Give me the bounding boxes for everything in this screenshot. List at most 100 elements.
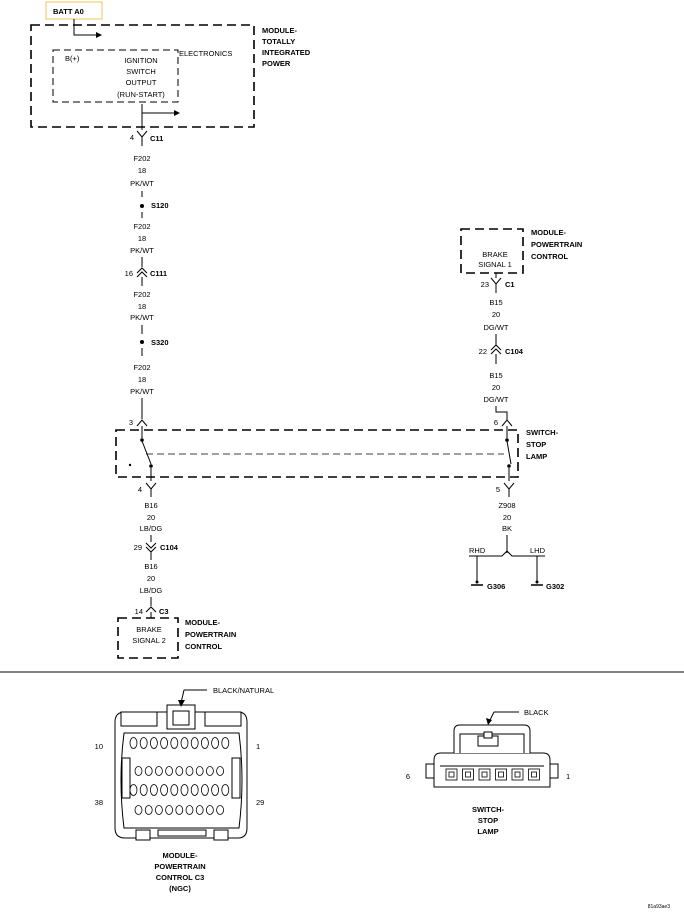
pcm-pin-cavity bbox=[221, 737, 230, 749]
batt-label: BATT A0 bbox=[53, 7, 84, 16]
seg1-gauge: 18 bbox=[138, 166, 146, 175]
sw-caption-2: STOP bbox=[478, 816, 498, 825]
c1-label: C1 bbox=[505, 280, 515, 289]
c104-left-label: C104 bbox=[160, 543, 179, 552]
tipm-name-3: INTEGRATED bbox=[262, 48, 311, 57]
pcm-pin-cavity bbox=[185, 805, 194, 815]
pcm-color-label: BLACK/NATURAL bbox=[213, 686, 274, 695]
pcm-color-arrow-icon bbox=[178, 700, 185, 707]
sw-pin-1-label: 1 bbox=[566, 772, 570, 781]
c111-connector-bottom-icon bbox=[136, 271, 148, 278]
c3-pin: 14 bbox=[135, 607, 143, 616]
pcm-pin-cavity bbox=[190, 784, 199, 796]
pcm-pin-cavity bbox=[205, 805, 214, 815]
c111-pin: 16 bbox=[125, 269, 133, 278]
seg4-color: PK/WT bbox=[130, 387, 154, 396]
c104-right-pin: 22 bbox=[479, 347, 487, 356]
pcm-pin-cavity bbox=[185, 766, 194, 776]
c3-connector-icon bbox=[145, 606, 157, 613]
c11-label: C11 bbox=[150, 134, 163, 143]
pcm-pin-cavity bbox=[200, 784, 209, 796]
pcm-caption-4: (NGC) bbox=[169, 884, 191, 893]
figure-id: 81a93ae3 bbox=[648, 904, 670, 910]
pcm-pin-cavity bbox=[129, 737, 138, 749]
pcm-pin-cavity bbox=[139, 737, 148, 749]
pcm-pin-cavity bbox=[165, 766, 174, 776]
switch-left-contact2-icon bbox=[149, 464, 153, 468]
pcm-pin-cavity bbox=[190, 737, 199, 749]
pcm-pin-cavity bbox=[170, 784, 179, 796]
pcm-right-name-1: MODULE- bbox=[531, 228, 566, 237]
pcm-pin-cavity bbox=[195, 766, 204, 776]
c11-connector-icon bbox=[136, 130, 148, 138]
rseg3-gauge: 20 bbox=[503, 513, 511, 522]
ign-label-1: IGNITION bbox=[124, 56, 157, 65]
tipm-bplus-label: B(+) bbox=[65, 54, 80, 63]
rseg3-circuit: Z908 bbox=[498, 501, 515, 510]
rseg2-color: DG/WT bbox=[484, 395, 509, 404]
pcm-c3-connector-face bbox=[114, 704, 248, 841]
seg5-color: LB/DG bbox=[140, 524, 163, 533]
seg3-gauge: 18 bbox=[138, 302, 146, 311]
pcm-pin-cavity bbox=[154, 766, 163, 776]
seg4-gauge: 18 bbox=[138, 375, 146, 384]
tipm-name-4: POWER bbox=[262, 59, 291, 68]
pcm-caption-3: CONTROL C3 bbox=[156, 873, 205, 882]
pcm-pin-38-label: 38 bbox=[95, 798, 103, 807]
sw-pin-6-label: 6 bbox=[406, 772, 410, 781]
c11-pin: 4 bbox=[130, 133, 134, 142]
pcm-pin-cavity bbox=[144, 766, 153, 776]
pcm-brake2-label-2: SIGNAL 2 bbox=[132, 636, 166, 645]
pcm-pin-cavity bbox=[175, 805, 184, 815]
seg4-circuit: F202 bbox=[133, 363, 150, 372]
switch-pin5-connector-icon bbox=[503, 482, 515, 490]
switch-right-contact2-icon bbox=[507, 464, 511, 468]
seg6-gauge: 20 bbox=[147, 574, 155, 583]
pcm-pin-cavity bbox=[211, 737, 220, 749]
pcm-pin-10-label: 10 bbox=[95, 742, 103, 751]
seg3-circuit: F202 bbox=[133, 290, 150, 299]
rseg3-color: BK bbox=[502, 524, 512, 533]
pcm-pin-cavity bbox=[165, 805, 174, 815]
seg3-color: PK/WT bbox=[130, 313, 154, 322]
c1-connector-icon bbox=[490, 277, 502, 285]
rseg2-gauge: 20 bbox=[492, 383, 500, 392]
pcm-pin-cavity bbox=[144, 805, 153, 815]
pcm-pin-1-label: 1 bbox=[256, 742, 260, 751]
seg2-gauge: 18 bbox=[138, 234, 146, 243]
wire-rseg2 bbox=[495, 406, 508, 420]
pcm-right-name-2: POWERTRAIN bbox=[531, 240, 582, 249]
pcm-pin-cavity bbox=[134, 805, 143, 815]
sw-caption-1: SWITCH- bbox=[472, 805, 505, 814]
pcm-pin-cavity bbox=[170, 737, 179, 749]
c104-left-pin: 29 bbox=[134, 543, 142, 552]
pcm-pin-cavity bbox=[211, 784, 220, 796]
seg5-circuit: B16 bbox=[144, 501, 157, 510]
pcm-pin-cavity bbox=[149, 784, 158, 796]
switch-pin4: 4 bbox=[138, 485, 142, 494]
pcm-pin-cavity bbox=[200, 737, 209, 749]
tipm-electronics-label: ELECTRONICS bbox=[179, 49, 232, 58]
pcm-left-name-3: CONTROL bbox=[185, 642, 222, 651]
seg2-color: PK/WT bbox=[130, 246, 154, 255]
stop-lamp-switch-box bbox=[115, 429, 519, 478]
pcm-pin-cavity bbox=[175, 766, 184, 776]
rseg1-circuit: B15 bbox=[489, 298, 502, 307]
pcm-brake1-label-2: SIGNAL 1 bbox=[478, 260, 512, 269]
ign-label-3: OUTPUT bbox=[126, 78, 157, 87]
ign-output-wire bbox=[141, 104, 174, 114]
switch-right-blade bbox=[506, 440, 512, 465]
rseg2-circuit: B15 bbox=[489, 371, 502, 380]
pcm-pin-cavity bbox=[139, 784, 148, 796]
ign-output-arrow-icon bbox=[174, 110, 180, 116]
pcm-left-name-1: MODULE- bbox=[185, 618, 220, 627]
seg1-color: PK/WT bbox=[130, 179, 154, 188]
pcm-pin-cavity bbox=[149, 737, 158, 749]
sw-color-label: BLACK bbox=[524, 708, 549, 717]
switch-pin3: 3 bbox=[129, 418, 133, 427]
pcm-pin-cavity bbox=[205, 766, 214, 776]
switch-pin4-connector-icon bbox=[145, 482, 157, 490]
pcm-pin-cavity bbox=[134, 766, 143, 776]
switch-pin6-connector-icon bbox=[501, 419, 513, 427]
